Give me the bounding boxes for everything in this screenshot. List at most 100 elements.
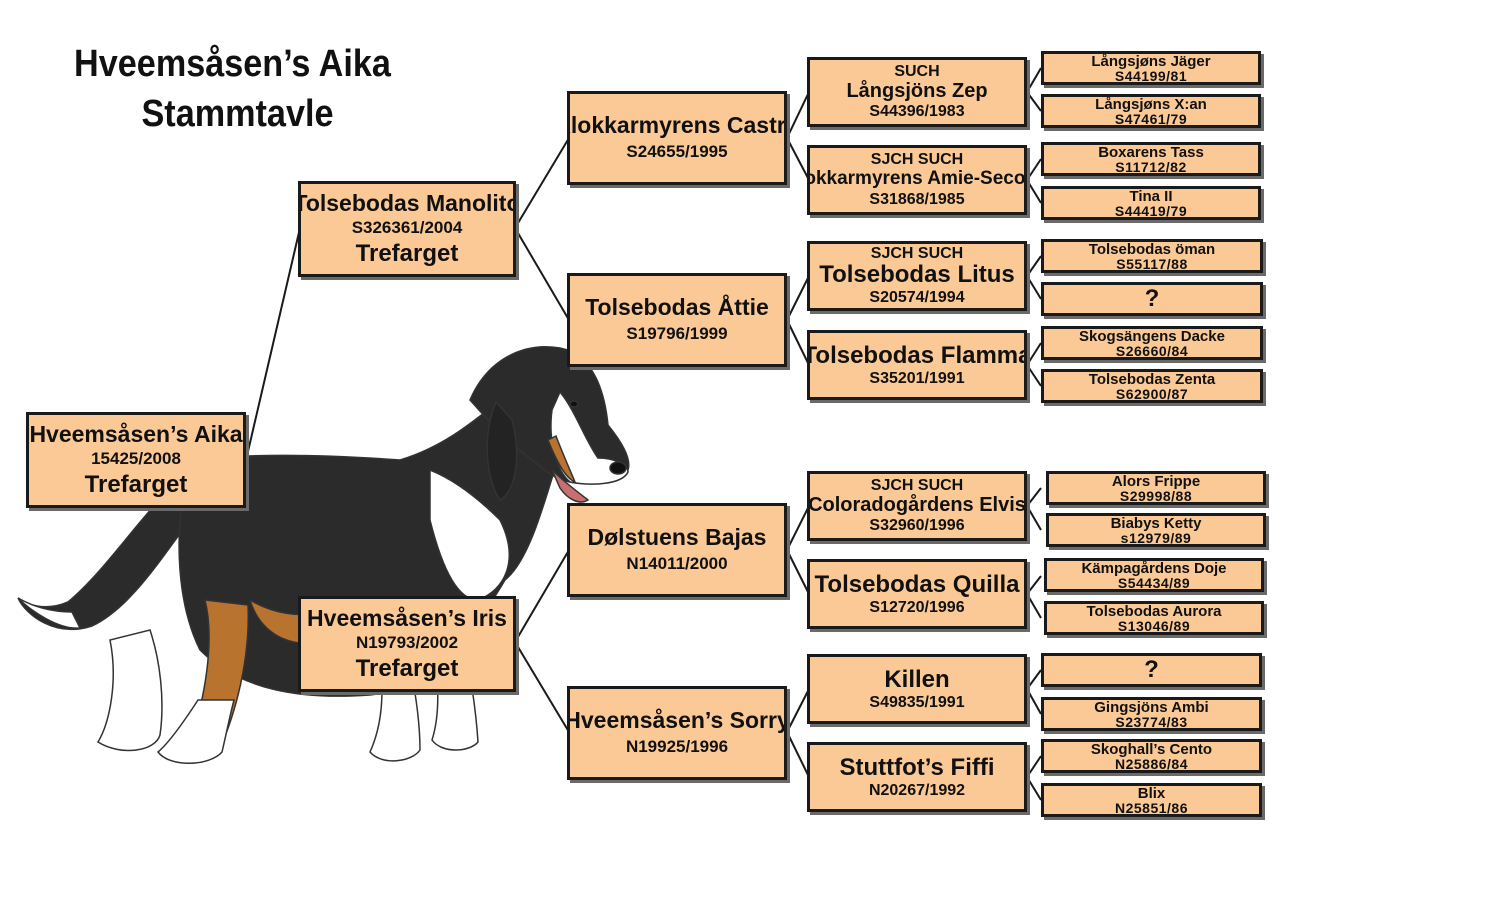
connector-line [1026,505,1042,531]
great-great-grandparent-box[interactable]: Kämpagårdens Doje S54434/89 [1044,558,1264,592]
registration-number: S12720/1996 [869,598,965,616]
connector-line [1026,255,1042,277]
unknown-ancestor: ? [1144,285,1160,312]
dog-name: Långsjöns Zep [846,80,988,102]
dog-name: Gingsjöns Ambi [1094,698,1209,716]
dog-name: Långsjøns Jäger [1091,52,1211,70]
great-great-grandparent-box[interactable]: Tolsebodas Aurora S13046/89 [1044,601,1264,635]
great-great-grandparent-box[interactable]: Långsjøns Jäger S44199/81 [1041,51,1261,85]
great-grandparent-box[interactable]: SJCH SUCH Coloradogårdens Elvis S32960/1… [807,471,1027,541]
connector-line [1026,158,1042,181]
sire-box[interactable]: Tolsebodas Manolito S326361/2004 Trefarg… [298,181,516,277]
great-great-grandparent-box-unknown[interactable]: ? [1041,282,1263,316]
great-grandparent-box[interactable]: Stuttfot’s Fiffi N20267/1992 [807,742,1027,812]
subject-box[interactable]: Hveemsåsen’s Aika 15425/2008 Trefarget [26,412,246,508]
coat-color: Trefarget [355,655,459,682]
great-great-grandparent-box[interactable]: Boxarens Tass S11712/82 [1041,142,1261,176]
connector-line [1026,688,1042,715]
chart-subtitle: Stammtavle [141,93,334,135]
great-grandparent-box[interactable]: Tolsebodas Flamma S35201/1991 [807,330,1027,400]
title-honors: SJCH SUCH [870,477,964,494]
great-great-grandparent-box[interactable]: Tolsebodas Zenta S62900/87 [1041,369,1263,403]
registration-number: N14011/2000 [626,554,728,573]
great-grandparent-box[interactable]: SUCH Långsjöns Zep S44396/1983 [807,57,1027,127]
dog-name: Kämpagårdens Doje [1081,559,1227,577]
grandparent-box[interactable]: Klokkarmyrens Castro S24655/1995 [567,91,787,185]
dog-name: Hveemsåsen’s Sorry [567,707,787,733]
registration-number: S24655/1995 [626,142,728,161]
registration-number: S55117/88 [1116,255,1188,272]
dog-name: Dølstuens Bajas [587,524,767,550]
registration-number: S35201/1991 [869,369,965,387]
grandparent-box[interactable]: Tolsebodas Åttie S19796/1999 [567,273,787,367]
dog-name: Blix [1137,784,1166,802]
connector-line [514,227,570,321]
connector-line [786,91,810,139]
connector-line [786,731,810,778]
registration-number: N19925/1996 [625,737,729,756]
registration-number: S44396/1983 [869,103,965,120]
registration-number: N25886/84 [1114,755,1188,772]
dog-name: Skoghall’s Cento [1090,740,1213,758]
title-honors: SJCH SUCH [870,245,964,262]
dog-name: Boxarens Tass [1098,143,1204,161]
dog-name: Tolsebodas Flamma [807,341,1027,369]
grandparent-box[interactable]: Hveemsåsen’s Sorry N19925/1996 [567,686,787,780]
registration-number: s12979/89 [1120,529,1192,546]
connector-line [1026,342,1042,366]
registration-number: S32960/1996 [869,517,965,534]
connector-line [1026,755,1042,778]
dog-name: Stuttfot’s Fiffi [839,753,995,781]
connector-line [1026,179,1042,204]
registration-number: S49835/1991 [869,693,965,711]
connector-line [1026,364,1042,387]
connector-line [786,505,810,551]
great-great-grandparent-box[interactable]: Alors Frippe S29998/88 [1046,471,1266,505]
registration-number: S44199/81 [1114,67,1188,84]
dog-name: Coloradogårdens Elvis [808,494,1026,516]
great-great-grandparent-box[interactable]: Tolsebodas öman S55117/88 [1041,239,1263,273]
great-great-grandparent-box[interactable]: Långsjøns X:an S47461/79 [1041,94,1261,128]
coat-color: Trefarget [84,471,188,498]
great-great-grandparent-box[interactable]: Skogsängens Dacke S26660/84 [1041,326,1263,360]
registration-number: N25851/86 [1114,799,1188,816]
connector-line [1026,91,1042,112]
dog-name: Tolsebodas Quilla [814,570,1020,598]
dog-name: Tolsebodas öman [1088,240,1216,258]
connector-line [786,275,810,321]
great-grandparent-box[interactable]: SJCH SUCH Klokkarmyrens Amie-Second S318… [807,145,1027,215]
dog-name: Killen [884,665,950,693]
dog-name: Hveemsåsen’s Iris [307,605,507,631]
great-great-grandparent-box[interactable]: Biabys Ketty s12979/89 [1046,513,1266,547]
dog-name: Långsjøns X:an [1095,95,1207,113]
great-grandparent-box[interactable]: Tolsebodas Quilla S12720/1996 [807,559,1027,629]
title-honors: SUCH [894,63,940,80]
title-honors: SJCH SUCH [870,151,964,168]
dog-name: Skogsängens Dacke [1079,327,1225,345]
great-grandparent-box[interactable]: SJCH SUCH Tolsebodas Litus S20574/1994 [807,241,1027,311]
registration-number: S62900/87 [1115,385,1189,402]
registration-number: S326361/2004 [351,218,463,237]
great-great-grandparent-box-unknown[interactable]: ? [1041,653,1262,687]
great-great-grandparent-box[interactable]: Blix N25851/86 [1041,783,1262,817]
great-great-grandparent-box[interactable]: Gingsjöns Ambi S23774/83 [1041,697,1262,731]
registration-number: S23774/83 [1115,713,1188,730]
connector-line [786,137,810,181]
connector-line [514,137,570,229]
connector-line [786,319,810,366]
connector-line [1026,776,1042,801]
connector-line [1026,575,1042,595]
registration-number: S47461/79 [1114,110,1188,127]
great-great-grandparent-box[interactable]: Skoghall’s Cento N25886/84 [1041,739,1262,773]
dam-box[interactable]: Hveemsåsen’s Iris N19793/2002 Trefarget [298,596,516,692]
dog-name: Hveemsåsen’s Aika [29,421,243,447]
coat-color: Trefarget [355,240,459,267]
dog-name: Tolsebodas Litus [819,261,1015,288]
registration-number: N20267/1992 [868,781,966,799]
dog-name: Tolsebodas Zenta [1088,370,1216,388]
registration-number: N19793/2002 [355,633,459,652]
great-great-grandparent-box[interactable]: Tina II S44419/79 [1041,186,1261,220]
great-grandparent-box[interactable]: Killen S49835/1991 [807,654,1027,724]
grandparent-box[interactable]: Dølstuens Bajas N14011/2000 [567,503,787,597]
